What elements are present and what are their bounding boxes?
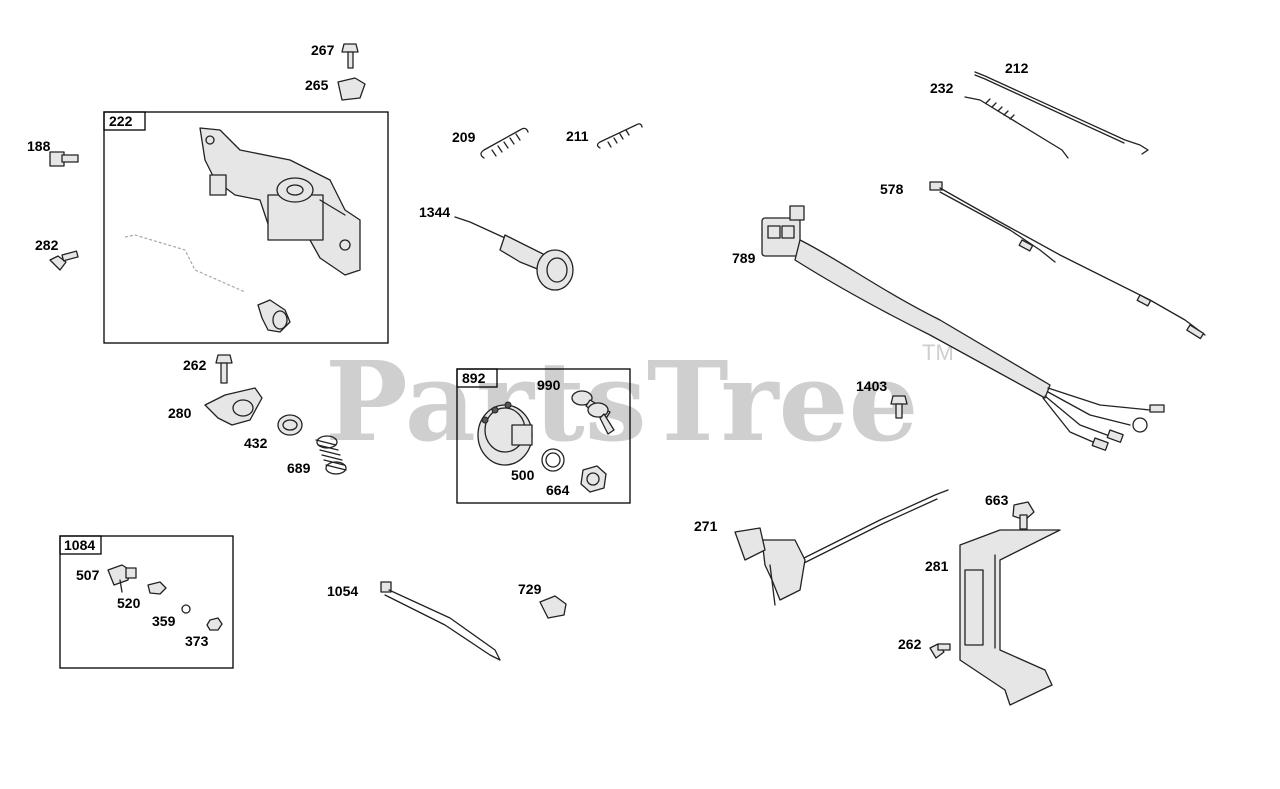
label-520[interactable]: 520	[117, 595, 141, 611]
bolt-262a-part	[215, 354, 233, 384]
clip-520-part	[147, 581, 167, 595]
label-262a[interactable]: 262	[183, 357, 207, 373]
harness-789-part	[761, 205, 1165, 451]
label-1403[interactable]: 1403	[856, 378, 887, 394]
spring-211-part	[596, 123, 643, 149]
label-729[interactable]: 729	[518, 581, 542, 597]
group-892-label: 892	[462, 370, 486, 386]
label-432[interactable]: 432	[244, 435, 268, 451]
solenoid-bracket-part	[199, 127, 361, 276]
bracket-280-part	[204, 387, 263, 426]
ignition-switch-part	[477, 401, 533, 466]
group-1084[interactable]: 1084 507 520 359 373	[59, 535, 234, 669]
label-211[interactable]: 211	[566, 128, 589, 144]
group-892[interactable]: 892 990 500 664	[456, 368, 631, 504]
bracket-281-part	[959, 529, 1061, 706]
label-1344[interactable]: 1344	[419, 204, 450, 220]
lock-washer-part	[541, 448, 565, 472]
label-359[interactable]: 359	[152, 613, 176, 629]
choke-cable-1344-part	[454, 216, 574, 291]
label-281[interactable]: 281	[925, 558, 949, 574]
rod-232-part	[964, 96, 1069, 159]
rod-212-part	[974, 71, 1149, 155]
bolt-188-part	[49, 151, 79, 167]
cable-tie-1054-part	[380, 581, 501, 661]
label-664[interactable]: 664	[546, 482, 570, 498]
label-689[interactable]: 689	[287, 460, 311, 476]
label-209[interactable]: 209	[452, 129, 476, 145]
spring-209-part	[480, 127, 529, 159]
clip-265-part	[337, 77, 366, 101]
label-267[interactable]: 267	[311, 42, 335, 58]
label-262b[interactable]: 262	[898, 636, 922, 652]
label-789[interactable]: 789	[732, 250, 756, 266]
terminal-507-part	[107, 564, 137, 593]
ignition-key-part	[571, 390, 615, 435]
bolt-282-part	[49, 250, 79, 271]
label-578[interactable]: 578	[880, 181, 904, 197]
throttle-control-271-part	[734, 489, 949, 606]
group-222-label: 222	[109, 113, 133, 129]
watermark: PartsTree	[325, 337, 919, 466]
bushing-432-part	[277, 414, 303, 436]
bolt-262b-part	[929, 643, 951, 659]
linkage-rod-ghost	[124, 234, 246, 293]
bolt-1403-part	[890, 395, 908, 419]
nut-373-part	[206, 617, 223, 631]
bolt-663-part	[1012, 501, 1035, 530]
label-232[interactable]: 232	[930, 80, 954, 96]
label-280[interactable]: 280	[168, 405, 192, 421]
label-271[interactable]: 271	[694, 518, 718, 534]
label-507[interactable]: 507	[76, 567, 100, 583]
label-188[interactable]: 188	[27, 138, 51, 154]
connector-729-part	[539, 595, 567, 619]
label-265[interactable]: 265	[305, 77, 329, 93]
spring-689-part	[315, 435, 347, 475]
label-1054[interactable]: 1054	[327, 583, 358, 599]
label-212[interactable]: 212	[1005, 60, 1029, 76]
washer-359-part	[181, 604, 191, 614]
wire-578-part	[929, 181, 1206, 340]
label-663[interactable]: 663	[985, 492, 1009, 508]
group-222[interactable]: 222	[103, 111, 389, 344]
label-373[interactable]: 373	[185, 633, 209, 649]
group-1084-label: 1084	[64, 537, 95, 553]
hex-nut-part	[580, 465, 607, 493]
label-282[interactable]: 282	[35, 237, 59, 253]
knob-part	[257, 299, 291, 333]
label-500[interactable]: 500	[511, 467, 535, 483]
bolt-267-part	[341, 43, 359, 69]
label-990[interactable]: 990	[537, 377, 561, 393]
